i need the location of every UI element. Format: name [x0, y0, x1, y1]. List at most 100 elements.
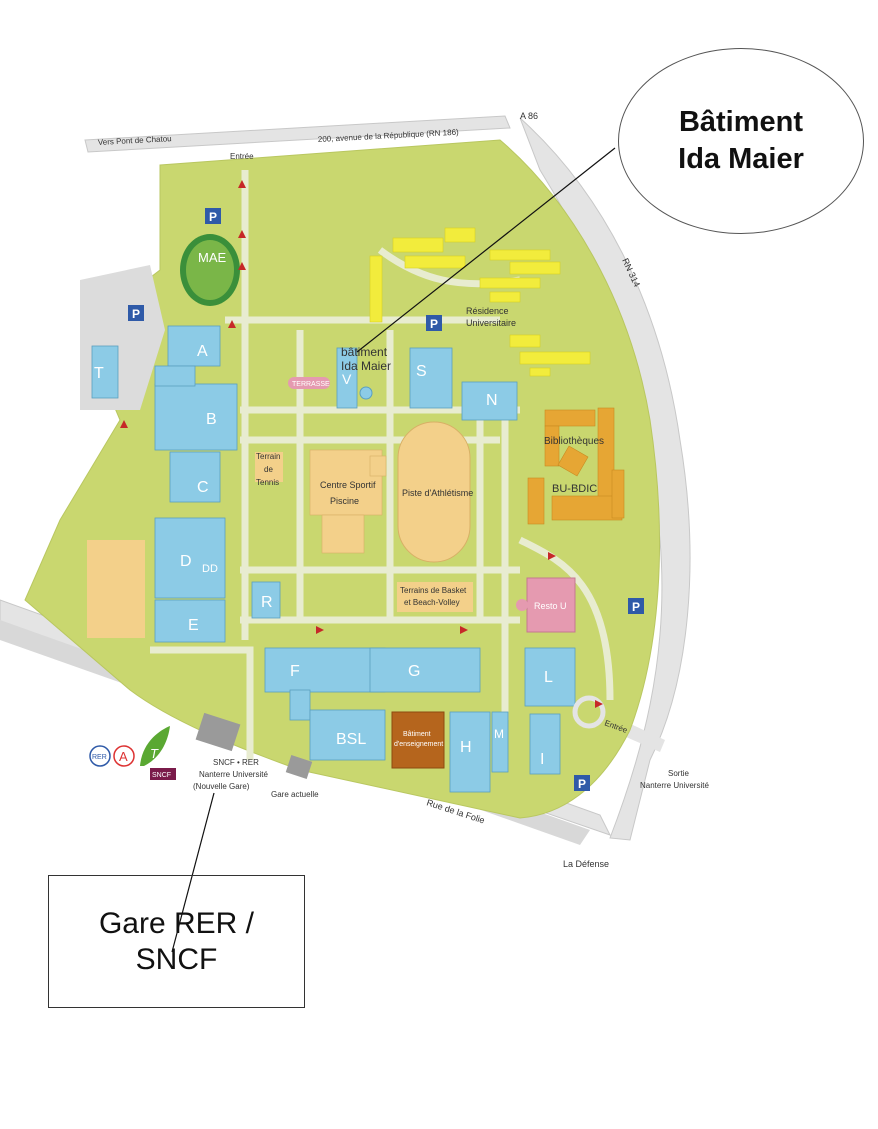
building-b	[154, 383, 238, 451]
sncf-badge-icon	[150, 768, 176, 780]
building-f-label: F	[290, 663, 300, 680]
rer-a-badge-icon	[113, 745, 135, 767]
entry-arrows	[120, 180, 603, 708]
building-g-label: G	[408, 663, 420, 680]
transit-badges: RER A T SNCF	[89, 726, 176, 780]
sports-field-west	[87, 540, 145, 638]
building-b-label: B	[206, 411, 217, 428]
gare-callout-line2: SNCF	[135, 942, 218, 976]
la-defense-label: La Défense	[563, 859, 609, 869]
residence-label-2: Universitaire	[466, 318, 516, 328]
sncf-badge-text: SNCF	[152, 772, 171, 779]
bu-bdic-label: BU-BDIC	[552, 483, 597, 495]
parking-icon-2: P	[132, 307, 140, 321]
building-dd-label: DD	[202, 563, 218, 575]
building-t	[91, 345, 119, 399]
tram-badge-text: T	[150, 746, 159, 761]
building-c-label: C	[197, 479, 209, 496]
building-l-label: L	[544, 669, 553, 686]
resto-u	[526, 577, 576, 633]
building-bsl-label: BSL	[336, 731, 366, 748]
library-buildings	[527, 407, 625, 525]
mae-building: MAE	[180, 234, 240, 306]
sortie-label-2: Nanterre Université	[640, 781, 709, 790]
academic-buildings-center	[251, 347, 576, 793]
building-e-label: E	[188, 617, 199, 634]
piste-label: Piste d'Athlétisme	[402, 488, 473, 498]
building-d	[154, 517, 226, 599]
entree-north-label: Entrée	[230, 152, 254, 161]
parking-icon-5: P	[578, 777, 586, 791]
basket-label-2: et Beach-Volley	[404, 598, 460, 607]
ida-maier-callout-line2: Ida Maier	[678, 143, 804, 175]
rer-badge-text: RER	[92, 754, 107, 761]
batiment-enseignement-label-2: d'enseignement	[394, 741, 443, 748]
building-v	[336, 347, 358, 409]
terrasse-label: TERRASSE	[292, 381, 330, 388]
building-r	[251, 581, 281, 619]
batiment-enseignement	[391, 711, 445, 769]
building-h	[449, 711, 491, 793]
residence-buildings	[369, 227, 591, 377]
sncf-station-building	[195, 712, 241, 752]
tennis-court	[255, 452, 283, 482]
vers-pont-chatou-label: Vers Pont de Chatou	[98, 134, 172, 147]
building-a	[167, 325, 221, 367]
ida-maier-callout-line1: Bâtiment	[678, 106, 804, 138]
gare-rer-callout: Gare RER / SNCF	[48, 875, 305, 1008]
gare-callout-line1: Gare RER /	[98, 906, 255, 940]
building-f	[264, 647, 386, 693]
building-g	[369, 647, 481, 693]
building-l	[524, 647, 576, 707]
building-d-label: D	[180, 553, 192, 570]
building-i-label: I	[540, 751, 544, 768]
residence-label-1: Résidence	[466, 306, 509, 316]
bibliotheques-label: Bibliothèques	[544, 436, 604, 447]
building-m	[491, 711, 509, 773]
building-bsl	[309, 709, 386, 761]
building-n-label: N	[486, 392, 498, 409]
parking-icon-3: P	[430, 317, 438, 331]
building-m-label: M	[494, 727, 504, 741]
piste-athletisme	[397, 421, 471, 563]
tennis-label-2: de	[264, 465, 273, 474]
building-i	[529, 713, 561, 775]
ida-maier-pointer-line	[356, 147, 616, 353]
a86-label: A 86	[520, 111, 538, 121]
station-label-1: SNCF • RER	[213, 758, 259, 767]
building-e	[154, 599, 226, 643]
tennis-label-3: Tennis	[256, 478, 279, 487]
station-label-3: (Nouvelle Gare)	[193, 782, 250, 791]
parking-icon-1: P	[209, 210, 217, 224]
centre-sportif-label-2: Piscine	[330, 496, 359, 506]
building-r-label: R	[261, 594, 273, 611]
gare-pointer-line	[171, 792, 215, 953]
basket-label-1: Terrains de Basket	[400, 586, 467, 595]
batiment-enseignement-label-1: Bâtiment	[403, 731, 431, 738]
terrasse	[288, 377, 330, 389]
sortie-label-1: Sortie	[668, 769, 689, 778]
building-v-label: V	[342, 371, 352, 387]
rer-a-badge-text: A	[119, 749, 128, 764]
building-h-label: H	[460, 739, 472, 756]
parking-icon-4: P	[632, 600, 640, 614]
building-s-label: S	[416, 363, 427, 380]
centre-sportif	[309, 449, 387, 554]
ida-maier-callout: Bâtiment Ida Maier	[618, 48, 864, 234]
terrains-basket	[397, 582, 473, 612]
centre-sportif-label-1: Centre Sportif	[320, 480, 376, 490]
tram-leaf-icon	[140, 726, 170, 766]
parking-icons	[128, 208, 644, 791]
resto-u-label: Resto U	[534, 601, 567, 611]
building-c	[169, 451, 221, 503]
ida-maier-map-label-1: bâtiment	[341, 345, 388, 359]
building-n	[461, 381, 518, 421]
gare-actuelle-building	[285, 755, 313, 779]
ida-maier-map-label-2: Ida Maier	[341, 359, 391, 373]
building-a-label: A	[197, 343, 208, 360]
tennis-label-1: Terrain	[256, 452, 280, 461]
rer-badge-icon	[89, 745, 111, 767]
building-t-label: T	[94, 365, 104, 382]
gare-actuelle-label: Gare actuelle	[271, 790, 319, 799]
